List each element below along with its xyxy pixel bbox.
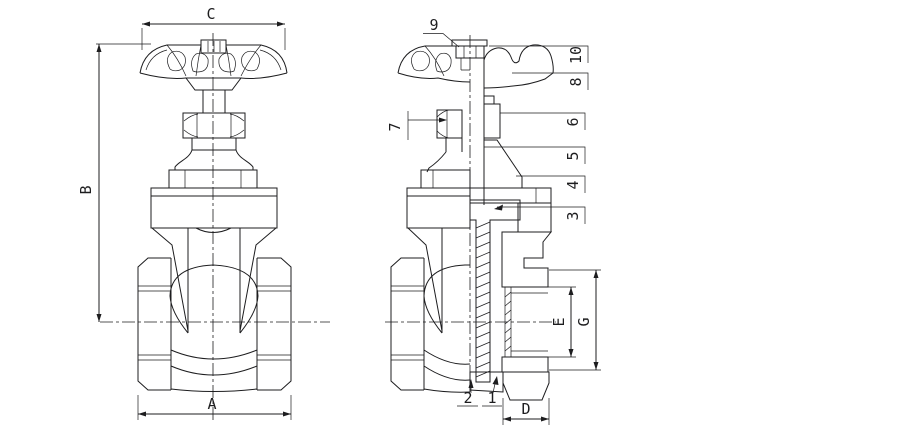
- body-dome-external: [423, 264, 470, 334]
- handwheel-rim-top: [139, 44, 288, 74]
- callout-7: 7: [386, 111, 447, 140]
- bonnet-neck-external: [426, 138, 463, 173]
- callout-label-1: 1: [487, 389, 496, 407]
- callout-9: 9: [423, 16, 460, 48]
- body-rib-external: [407, 227, 443, 333]
- callout-label-10: 10: [567, 46, 585, 64]
- body-ribs: [151, 227, 277, 333]
- dim-label-B: B: [77, 185, 95, 194]
- dimension-B: B: [77, 43, 151, 322]
- packing-gland-section: [483, 103, 501, 139]
- callout-3: 3: [494, 204, 586, 224]
- hex-end-external: [390, 257, 425, 391]
- bonnet-flange-section: [469, 187, 552, 204]
- right-view-external-half: [390, 39, 488, 393]
- callout-5: 5: [484, 146, 586, 164]
- stem-and-bonnet: [150, 90, 278, 229]
- handwheel-hub: [185, 77, 242, 91]
- handwheel-left-outline: [397, 45, 471, 83]
- callouts: 9 10 8 7 6 5: [386, 16, 589, 407]
- right-view-section: 9 10 8 7 6 5: [385, 16, 601, 425]
- callout-label-2: 2: [463, 389, 472, 407]
- dim-label-E: E: [550, 317, 568, 326]
- dimension-D: D: [502, 398, 550, 425]
- handwheel-top-boss: [200, 39, 227, 54]
- dimension-C: C: [141, 5, 286, 50]
- bonnet-hex-external: [420, 169, 471, 189]
- dim-label-A: A: [207, 395, 216, 413]
- bonnet-flange: [150, 187, 278, 197]
- callout-4: 4: [516, 175, 586, 193]
- callout-label-8: 8: [567, 77, 585, 86]
- dimension-E: E: [548, 286, 576, 358]
- dim-label-C: C: [206, 5, 215, 23]
- left-view-external: C B A: [77, 5, 330, 420]
- gland: [191, 137, 237, 151]
- handwheel-spokes: [166, 44, 262, 77]
- dimension-G: G: [549, 269, 601, 371]
- stem-nut: [455, 45, 485, 59]
- packing-nut: [182, 112, 246, 139]
- port-thread: [504, 287, 548, 357]
- stem-and-wedge-section: [470, 57, 521, 383]
- callout-label-7: 7: [386, 122, 404, 131]
- callout-1: 1: [482, 376, 502, 407]
- callout-label-4: 4: [564, 180, 582, 189]
- wedge-gate: [470, 199, 521, 383]
- hex-end-left: [137, 257, 172, 391]
- valve-body: [137, 227, 292, 392]
- body-bottom-curves: [170, 349, 258, 392]
- handwheel-rim-bottom: [139, 72, 288, 79]
- callout-2: 2: [457, 379, 478, 407]
- callout-label-5: 5: [564, 151, 582, 160]
- body-band: [150, 195, 278, 229]
- bonnet-neck: [174, 149, 254, 170]
- dimension-A: A: [137, 395, 292, 420]
- body-dome: [169, 264, 259, 334]
- dim-label-D: D: [521, 400, 530, 418]
- callout-6: 6: [500, 112, 586, 130]
- bonnet-flange-external: [406, 187, 471, 197]
- callout-label-9: 9: [429, 16, 438, 34]
- body-bottom-external: [423, 349, 471, 393]
- callout-10: 10: [489, 45, 589, 64]
- handwheel-section: [483, 44, 554, 89]
- port-lower-wall-section: [501, 356, 549, 373]
- stem: [202, 90, 226, 113]
- port-upper-wall-section: [501, 231, 553, 288]
- callout-label-6: 6: [564, 117, 582, 126]
- stem-collar-section: [483, 95, 495, 105]
- packing-nut-external: [436, 109, 463, 139]
- callout-8: 8: [512, 72, 589, 90]
- handwheel: [139, 39, 288, 91]
- dim-label-G: G: [575, 317, 593, 326]
- left-view-centerlines: [100, 33, 330, 420]
- body-band-external: [406, 195, 471, 229]
- section-hatched-parts: [469, 44, 554, 401]
- callout-label-3: 3: [564, 211, 582, 220]
- hex-end-right: [256, 257, 292, 391]
- port-end-boss-section: [502, 371, 550, 401]
